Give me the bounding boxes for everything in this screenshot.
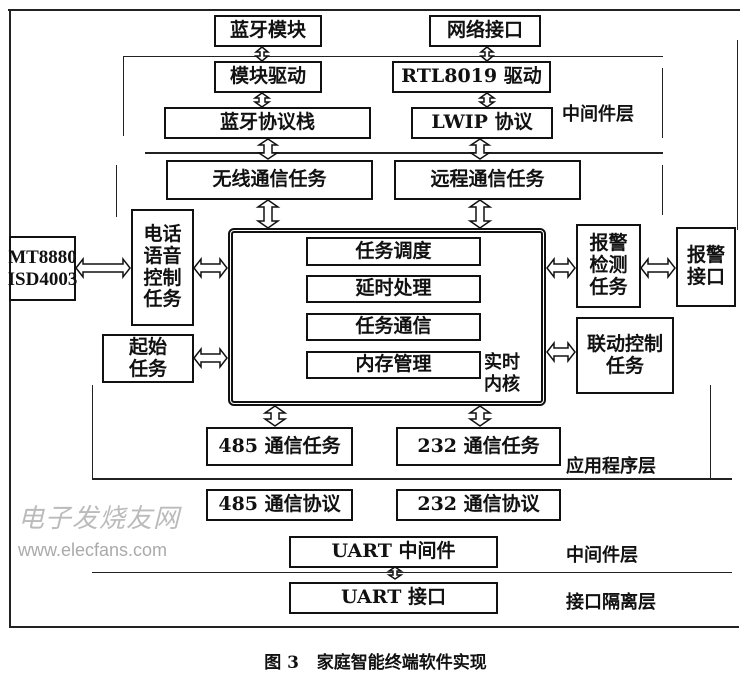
outer-frame-top — [8, 9, 740, 11]
middleware-bottom-line — [145, 152, 663, 154]
app-lower-right-line — [710, 385, 711, 480]
kernel-item-memory-management: 内存管理 — [306, 351, 481, 379]
double-arrow-icon — [546, 256, 576, 280]
wireless-comm-task-box: 无线通信任务 — [166, 160, 373, 200]
kernel-item-delay-handling: 延时处理 — [306, 275, 481, 303]
double-arrow-icon — [255, 199, 281, 229]
rs485-comm-task-box: 485 通信任务 — [206, 427, 353, 466]
middleware-right-line — [662, 68, 663, 138]
outer-frame-bottom — [9, 626, 739, 628]
lwip-protocol-box: LWIP 协议 — [411, 107, 553, 139]
outer-frame-right — [737, 40, 738, 230]
outer-frame-left — [9, 9, 11, 627]
double-arrow-icon — [478, 46, 496, 62]
layer-label-middleware-top: 中间件层 — [562, 104, 634, 125]
double-arrow-icon — [467, 199, 493, 229]
layer-label-interface-isolation: 接口隔离层 — [566, 592, 656, 613]
rs232-comm-task-box: 232 通信任务 — [396, 427, 561, 466]
app-lower-left-line — [92, 385, 93, 480]
double-arrow-icon — [477, 92, 497, 108]
double-arrow-icon — [253, 46, 271, 62]
double-arrow-icon — [386, 566, 404, 580]
double-arrow-icon — [252, 92, 272, 108]
bluetooth-module-box: 蓝牙模块 — [214, 15, 322, 47]
mt8880-isd4003-box: MT8880 ISD4003 — [8, 236, 77, 301]
linkage-control-task-box: 联动控制任务 — [576, 317, 674, 394]
watermark-url: www.elecfans.com — [18, 540, 168, 560]
double-arrow-icon — [193, 256, 228, 280]
middleware-lower-line — [92, 572, 732, 573]
double-arrow-icon — [640, 256, 676, 280]
double-arrow-icon — [546, 340, 576, 364]
module-driver-box: 模块驱动 — [214, 61, 322, 93]
rs232-protocol-box: 232 通信协议 — [396, 489, 561, 521]
bluetooth-stack-box: 蓝牙协议栈 — [164, 107, 371, 139]
figure-caption: 图 3 家庭智能终端软件实现 — [264, 653, 487, 673]
remote-comm-task-box: 远程通信任务 — [394, 160, 581, 200]
double-arrow-icon — [256, 138, 280, 160]
start-task-box: 起始任务 — [102, 334, 194, 383]
layer-label-middleware-bottom: 中间件层 — [566, 545, 638, 566]
watermark-text: 电子发烧友网 — [18, 504, 181, 534]
rs485-protocol-box: 485 通信协议 — [206, 489, 353, 521]
kernel-label: 实时内核 — [484, 352, 520, 395]
middleware-top-line — [123, 56, 663, 57]
uart-interface-box: UART 接口 — [289, 582, 498, 614]
double-arrow-icon — [468, 138, 492, 160]
app-left-line — [116, 165, 117, 217]
layer-label-application: 应用程序层 — [566, 456, 656, 477]
network-interface-box: 网络接口 — [429, 15, 541, 47]
double-arrow-icon — [467, 405, 493, 427]
kernel-item-task-communication: 任务通信 — [306, 313, 481, 341]
middleware-left-line — [123, 56, 124, 136]
double-arrow-icon — [193, 346, 228, 370]
alarm-interface-box: 报警接口 — [676, 227, 736, 307]
app-bottom-line — [92, 478, 732, 480]
app-right-line — [662, 165, 663, 215]
rtl8019-driver-box: RTL8019 驱动 — [392, 61, 551, 93]
kernel-item-task-scheduling: 任务调度 — [306, 237, 481, 266]
uart-middleware-box: UART 中间件 — [289, 536, 498, 568]
double-arrow-icon — [75, 256, 131, 280]
phone-voice-task-box: 电话语音控制任务 — [131, 209, 194, 326]
alarm-detect-task-box: 报警检测任务 — [576, 224, 641, 308]
double-arrow-icon — [262, 405, 288, 427]
